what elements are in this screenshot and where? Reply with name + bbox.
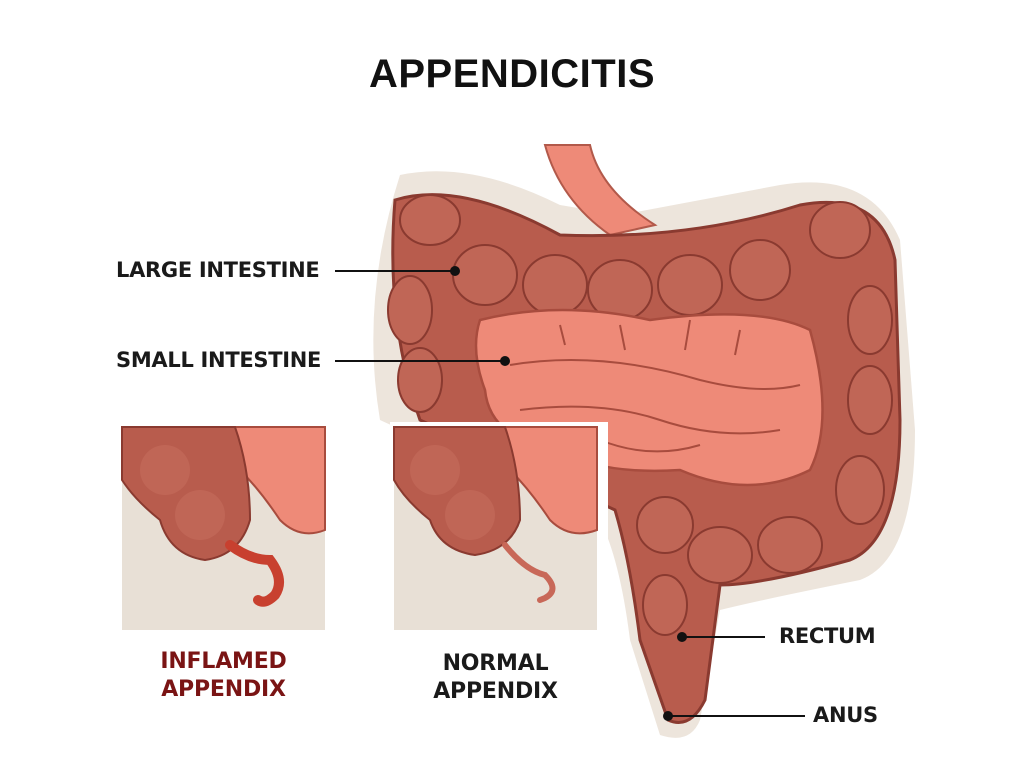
small-intestine-label: SMALL INTESTINE	[116, 348, 322, 372]
normal-caption-line1: NORMAL	[442, 651, 549, 676]
inflamed-appendix-caption: INFLAMED APPENDIX	[122, 648, 325, 704]
large-intestine-label: LARGE INTESTINE	[116, 258, 320, 282]
normal-appendix-inset	[390, 422, 608, 633]
inflamed-appendix-inset	[121, 426, 326, 630]
rectum-label: RECTUM	[779, 624, 876, 648]
normal-caption-line2: APPENDIX	[433, 679, 558, 704]
inflamed-caption-line1: INFLAMED	[160, 649, 287, 674]
anus-label: ANUS	[813, 703, 878, 727]
inflamed-caption-line2: APPENDIX	[161, 677, 286, 702]
normal-appendix-caption: NORMAL APPENDIX	[394, 650, 597, 706]
page-title: APPENDICITIS	[368, 52, 656, 96]
